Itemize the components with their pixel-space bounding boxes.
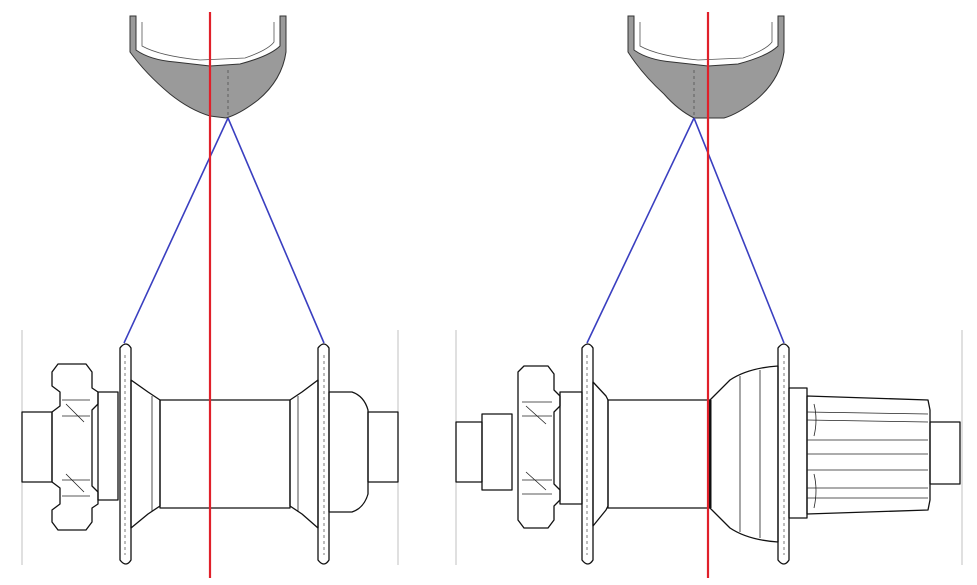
freehub-spline-2 <box>806 419 929 423</box>
rear-rim-channel <box>639 22 773 61</box>
rear-hub-flange-left-icon <box>581 343 594 565</box>
front-rim-profile-icon <box>129 15 287 119</box>
rear-shell-drive-side <box>709 365 779 543</box>
front-hub-body <box>21 343 399 565</box>
front-hub-flange-right-icon <box>317 343 330 565</box>
freehub-spline-1 <box>806 411 929 415</box>
rear-freehub-body-icon <box>788 387 931 519</box>
rear-rim-body <box>627 15 785 119</box>
rear-disc-rotor-mount-icon <box>517 365 561 529</box>
freehub-collar <box>788 387 808 519</box>
front-shell-taper-left <box>130 379 161 529</box>
freehub-splines-body <box>806 395 931 515</box>
freehub-spline-ends <box>813 403 817 509</box>
front-hub-panel <box>21 12 399 578</box>
front-disc-rotor-mount-icon <box>51 363 99 531</box>
rear-hub-shell <box>607 399 711 509</box>
rear-hub-panel <box>455 12 963 578</box>
front-shell-taper-right <box>289 379 319 529</box>
rear-spacer-left <box>481 413 513 491</box>
rear-axle-end-left <box>455 421 483 483</box>
rear-bearing-left <box>559 391 583 505</box>
front-rim-body <box>129 15 287 119</box>
rear-hub-flange-right-icon <box>777 343 790 565</box>
rear-hub-body <box>455 343 961 565</box>
front-hub-flange-left-icon <box>119 343 132 565</box>
front-spoke-line-right <box>227 117 325 344</box>
front-rotor-bolt-detail <box>62 399 90 497</box>
front-rim-channel <box>141 22 275 61</box>
front-bearing-left <box>97 391 119 501</box>
front-axle-end-left <box>21 411 53 483</box>
rear-shell-taper-left <box>592 381 609 527</box>
rear-rim-profile-icon <box>627 15 785 119</box>
rear-rotor-bolt-detail <box>522 401 552 495</box>
front-spoke-line-left <box>123 117 229 344</box>
rear-spoke-line-left <box>586 117 695 344</box>
rear-axle-end-right <box>929 421 961 485</box>
front-bearing-right <box>328 391 369 513</box>
front-axle-end-right <box>367 411 399 483</box>
front-hub-shell <box>159 399 291 509</box>
